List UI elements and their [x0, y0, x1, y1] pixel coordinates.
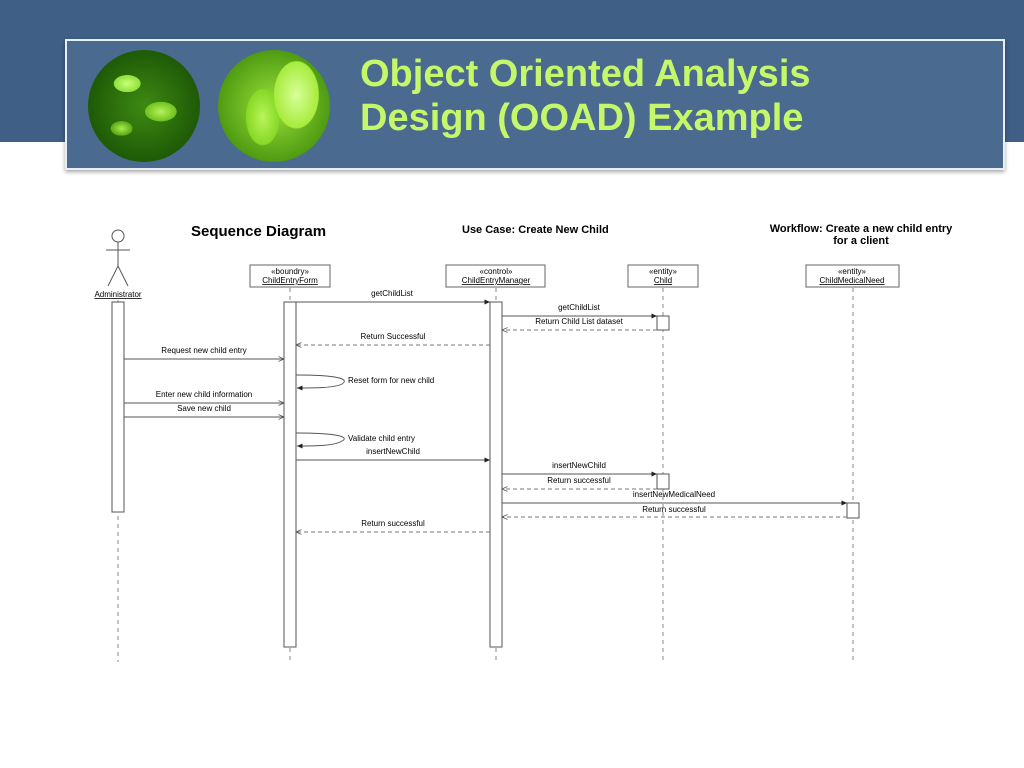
workflow-label-line-2: for a client — [833, 235, 889, 247]
activation-bar-child-medical-need — [846, 502, 860, 519]
object-stereotype: «boundry» — [271, 267, 309, 276]
message-label: Request new child entry — [161, 346, 246, 355]
message-label: Return Child List dataset — [535, 317, 623, 326]
message-label: insertNewChild — [366, 447, 420, 456]
object-box-child-entry-manager: «control» ChildEntryManager — [445, 264, 546, 288]
actor-name: Administrator — [94, 290, 141, 299]
self-message-arrow — [295, 374, 345, 391]
object-box-child: «entity» Child — [627, 264, 699, 288]
workflow-label-line-1: Workflow: Create a new child entry — [770, 223, 953, 235]
activation-bar-child-entry-form — [283, 301, 297, 648]
object-name: ChildEntryForm — [262, 276, 318, 285]
message-label: getChildList — [558, 303, 601, 312]
message-label: insertNewChild — [552, 461, 606, 470]
slide-title-line-1: Object Oriented Analysis — [360, 53, 811, 95]
slide-title: Object Oriented Analysis Design (OOAD) E… — [360, 52, 1000, 140]
message-label: Return successful — [642, 505, 706, 514]
message-label: Reset form for new child — [348, 376, 434, 385]
message-label: Validate child entry — [348, 434, 415, 443]
object-name: ChildEntryManager — [462, 276, 531, 285]
message-label: Enter new child information — [156, 390, 253, 399]
message-label: getChildList — [371, 289, 414, 298]
object-box-child-entry-form: «boundry» ChildEntryForm — [249, 264, 331, 288]
object-name: Child — [654, 276, 672, 285]
message-label: Save new child — [177, 404, 231, 413]
activation-bar-child-entry-manager — [489, 301, 503, 648]
message-label: Return Successful — [361, 332, 426, 341]
object-name: ChildMedicalNeed — [820, 276, 885, 285]
activation-bar-child-2 — [656, 473, 670, 490]
self-message-arrow — [295, 432, 345, 449]
object-stereotype: «entity» — [649, 267, 678, 276]
message-label: insertNewMedicalNeed — [633, 490, 715, 499]
leaf-orb-image-left — [88, 50, 200, 162]
actor-stick-figure-icon — [106, 229, 130, 287]
activation-bar-administrator — [111, 301, 125, 513]
leaf-orb-image-right — [218, 50, 330, 162]
slide-title-line-2: Design (OOAD) Example — [360, 97, 804, 139]
object-stereotype: «control» — [480, 267, 513, 276]
diagram-heading: Sequence Diagram — [191, 223, 326, 240]
object-stereotype: «entity» — [838, 267, 867, 276]
message-label: Return successful — [547, 476, 611, 485]
message-label: Return successful — [361, 519, 425, 528]
activation-bar-child-1 — [656, 315, 670, 331]
use-case-label: Use Case: Create New Child — [462, 224, 609, 236]
object-box-child-medical-need: «entity» ChildMedicalNeed — [805, 264, 900, 288]
